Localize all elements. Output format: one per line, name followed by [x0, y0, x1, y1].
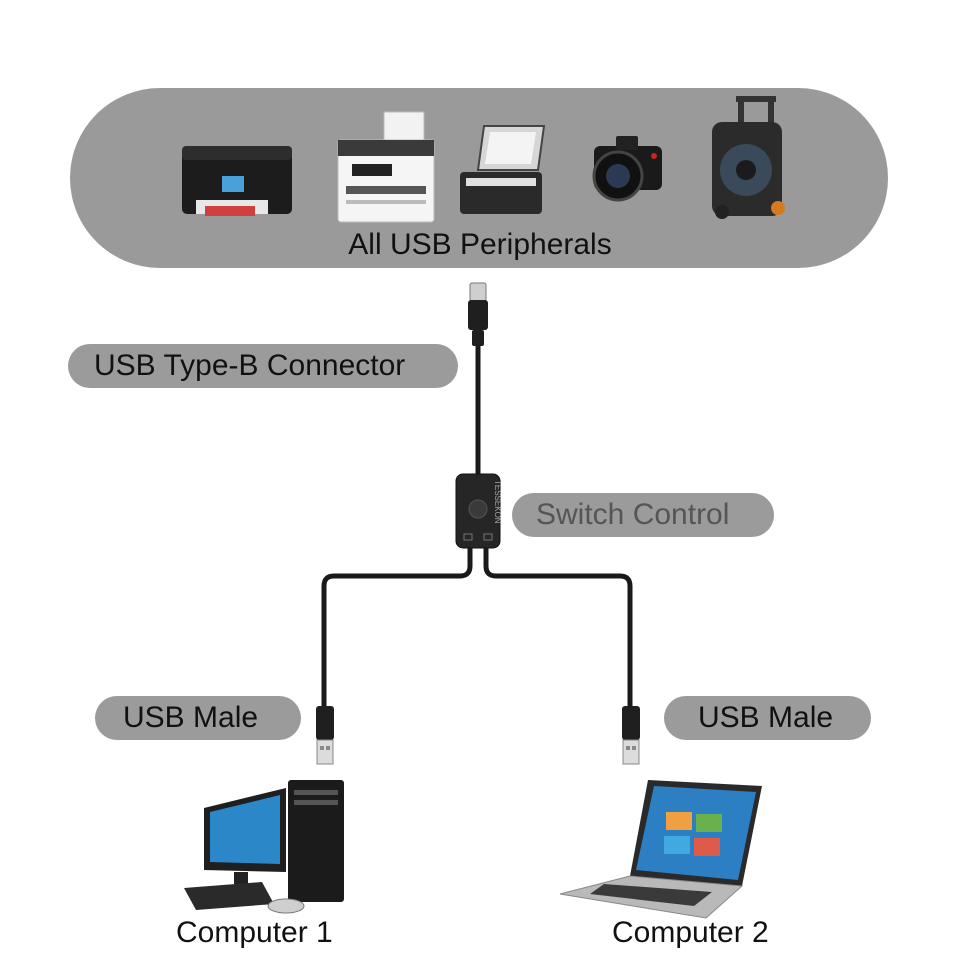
switch-box: TESSEKON: [455, 473, 502, 549]
computer-1-label: Computer 1: [176, 916, 333, 949]
usb-type-b-connector: [468, 282, 488, 346]
camera-icon: [592, 136, 662, 202]
usb-male-left-label: USB Male: [95, 696, 301, 740]
switch-control-label-text: Switch Control: [536, 498, 730, 531]
usb-type-b-label-text: USB Type-B Connector: [94, 349, 406, 382]
switch-control-label: Switch Control: [512, 493, 774, 537]
computer-2-label: Computer 2: [612, 916, 769, 949]
inkjet-printer-icon: [182, 146, 292, 216]
scanner-icon: [460, 125, 546, 214]
usb-male-right-label-text: USB Male: [698, 701, 834, 734]
usb-male-right-label: USB Male: [664, 696, 871, 740]
cable-right: [483, 548, 633, 708]
laser-printer-icon: [337, 111, 435, 223]
speaker-icon: [712, 96, 785, 219]
laptop-computer-icon: [559, 780, 762, 919]
usb-male-left-connector: [316, 706, 334, 765]
usb-type-b-label: USB Type-B Connector: [68, 344, 458, 388]
usb-male-right-connector: [622, 706, 640, 765]
desktop-computer-icon: [184, 780, 344, 914]
usb-male-left-label-text: USB Male: [123, 701, 259, 734]
cable-left: [321, 548, 473, 708]
switch-brand: TESSEKON: [493, 480, 502, 524]
peripherals-title: All USB Peripherals: [348, 228, 612, 261]
